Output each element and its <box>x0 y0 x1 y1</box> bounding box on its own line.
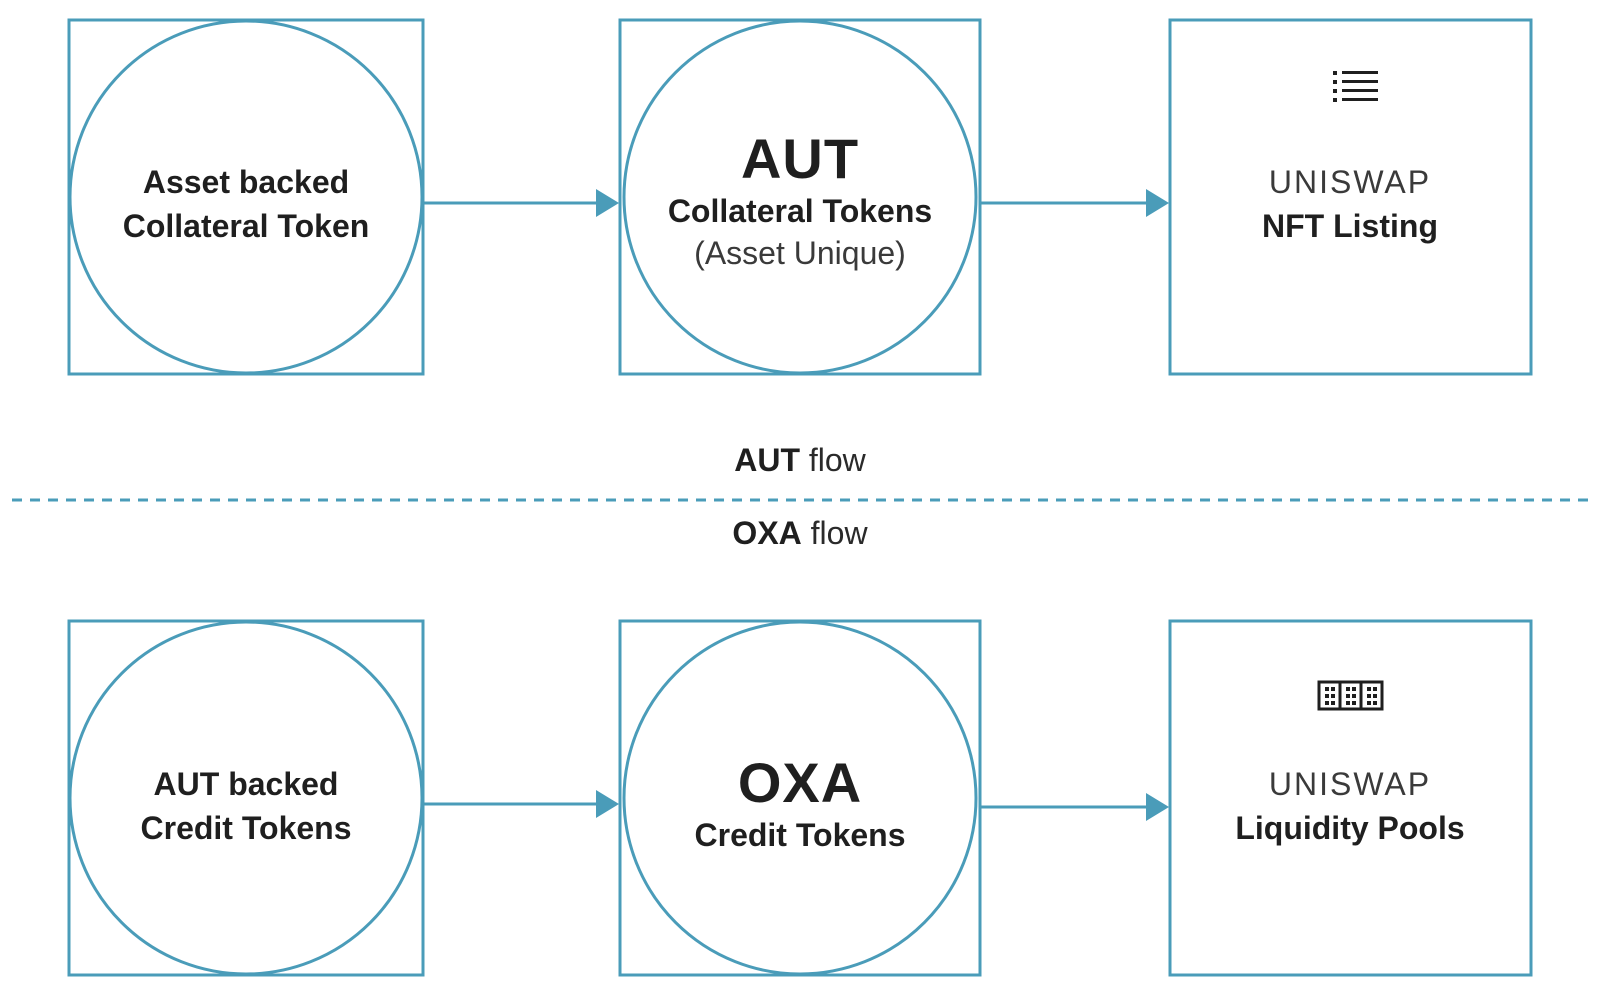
oxa-token-symbol: OXA <box>737 751 863 814</box>
aut-destination-line2: NFT Listing <box>1262 208 1438 244</box>
oxa-flow-title: OXA flow <box>650 513 950 553</box>
oxa-source-line2: Credit Tokens <box>140 810 352 846</box>
oxa-destination-label: UNISWAP Liquidity Pools <box>1200 762 1500 850</box>
list-icon <box>1333 71 1378 102</box>
oxa-flow-row <box>67 619 1533 977</box>
aut-arrowhead-2 <box>1146 189 1169 217</box>
aut-token-label: AUT Collateral Tokens (Asset Unique) <box>645 128 955 274</box>
oxa-source-line1: AUT backed <box>153 766 339 802</box>
aut-token-circle <box>622 19 978 375</box>
oxa-flow-title-bold: OXA <box>732 515 802 551</box>
oxa-source-label: AUT backed Credit Tokens <box>96 762 396 850</box>
aut-flow-title: AUT flow <box>650 440 950 480</box>
aut-source-line1: Asset backed <box>142 164 350 200</box>
aut-destination-box <box>1168 18 1533 376</box>
oxa-destination-line2: Liquidity Pools <box>1235 810 1465 846</box>
aut-flow-title-rest: flow <box>808 442 866 478</box>
oxa-source-circle <box>68 620 424 976</box>
aut-arrowhead-1 <box>596 189 619 217</box>
aut-destination-line1: UNISWAP <box>1268 164 1432 200</box>
aut-flow-row <box>67 18 1533 376</box>
aut-token-line2: (Asset Unique) <box>694 235 906 271</box>
aut-source-line2: Collateral Token <box>122 208 370 244</box>
oxa-destination-box <box>1168 619 1533 977</box>
aut-destination-label: UNISWAP NFT Listing <box>1200 160 1500 248</box>
oxa-arrowhead-2 <box>1146 793 1169 821</box>
aut-source-label: Asset backed Collateral Token <box>96 160 396 248</box>
aut-token-line1: Collateral Tokens <box>667 193 933 229</box>
aut-token-symbol: AUT <box>740 127 860 190</box>
oxa-token-label: OXA Credit Tokens <box>645 752 955 856</box>
oxa-flow-title-rest: flow <box>810 515 868 551</box>
oxa-destination-line1: UNISWAP <box>1268 766 1432 802</box>
oxa-arrowhead-1 <box>596 790 619 818</box>
oxa-token-circle <box>622 620 978 976</box>
aut-flow-title-bold: AUT <box>734 442 800 478</box>
liquidity-pool-icon <box>1317 680 1384 711</box>
aut-source-circle <box>68 19 424 375</box>
oxa-token-line1: Credit Tokens <box>694 817 906 853</box>
